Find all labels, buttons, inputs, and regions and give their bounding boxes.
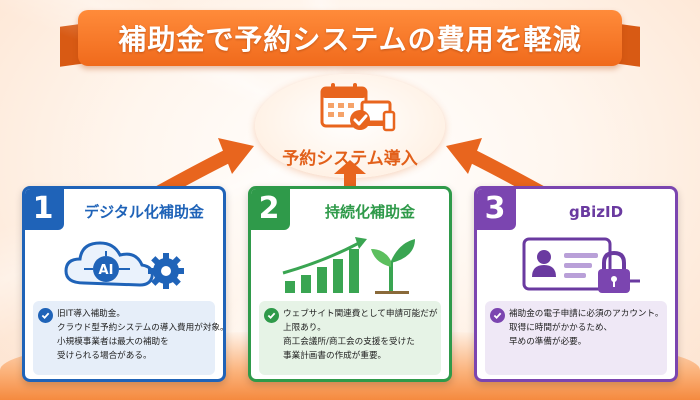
description-line: 商工会議所/商工会の支援を受けた (283, 337, 415, 347)
description-line: クラウド型予約システムの導入費用が対象。 (57, 323, 226, 333)
check-icon (490, 308, 505, 323)
card-title: デジタル化補助金 (84, 203, 204, 221)
growth-chart-sprout-icon (282, 237, 415, 294)
calendar-devices-check-icon (320, 83, 396, 132)
card-sustainability-subsidy: 2 持続化補助金 ウェブサイト関連費として申請可能だが 上限あり。 商工会議所/… (248, 186, 452, 382)
card-title: 持続化補助金 (324, 203, 415, 221)
card-description: 旧IT導入補助金。 クラウド型予約システムの導入費用が対象。 小規模事業者は最大… (33, 301, 226, 375)
description-line: 取得に時間がかかるため、 (509, 323, 613, 333)
description-line: ウェブサイト関連費として申請可能だが (283, 309, 438, 319)
card-description: 補助金の電子申請に必須のアカウント。 取得に時間がかかるため、 早めの準備が必要… (485, 301, 667, 375)
description-line: 早めの準備が必要。 (509, 337, 587, 347)
card-number: 3 (477, 189, 516, 230)
title-banner: 補助金で予約システムの費用を軽減 (78, 10, 622, 66)
description-line: 上限あり。 (283, 323, 326, 333)
card-number: 2 (251, 189, 290, 230)
card-gbizid: 3 gBizID 補助金の電子申請に必須のアカウント。 取得に時間がかかるため、… (474, 186, 678, 382)
description-line: 事業計画書の作成が重要。 (283, 351, 387, 361)
description-line: 受けられる場合がある。 (57, 351, 152, 361)
card-description: ウェブサイト関連費として申請可能だが 上限あり。 商工会議所/商工会の支援を受け… (259, 301, 441, 375)
card-digital-subsidy: 1 デジタル化補助金 AI (22, 186, 226, 382)
hub-title: 予約システム導入 (282, 149, 418, 169)
arrow-center-icon (334, 160, 366, 188)
description-line: 旧IT導入補助金。 (57, 309, 125, 319)
card-title: gBizID (568, 203, 624, 221)
page-title: 補助金で予約システムの費用を軽減 (118, 23, 582, 56)
check-icon (38, 308, 53, 323)
cloud-ai-gear-icon: AI (64, 241, 184, 289)
description-line: 小規模事業者は最大の補助を (57, 337, 169, 347)
check-icon (264, 308, 279, 323)
id-card-lock-icon (522, 237, 640, 293)
ai-label: AI (99, 263, 114, 278)
description-line: 補助金の電子申請に必須のアカウント。 (509, 309, 664, 319)
card-number: 1 (25, 189, 64, 230)
